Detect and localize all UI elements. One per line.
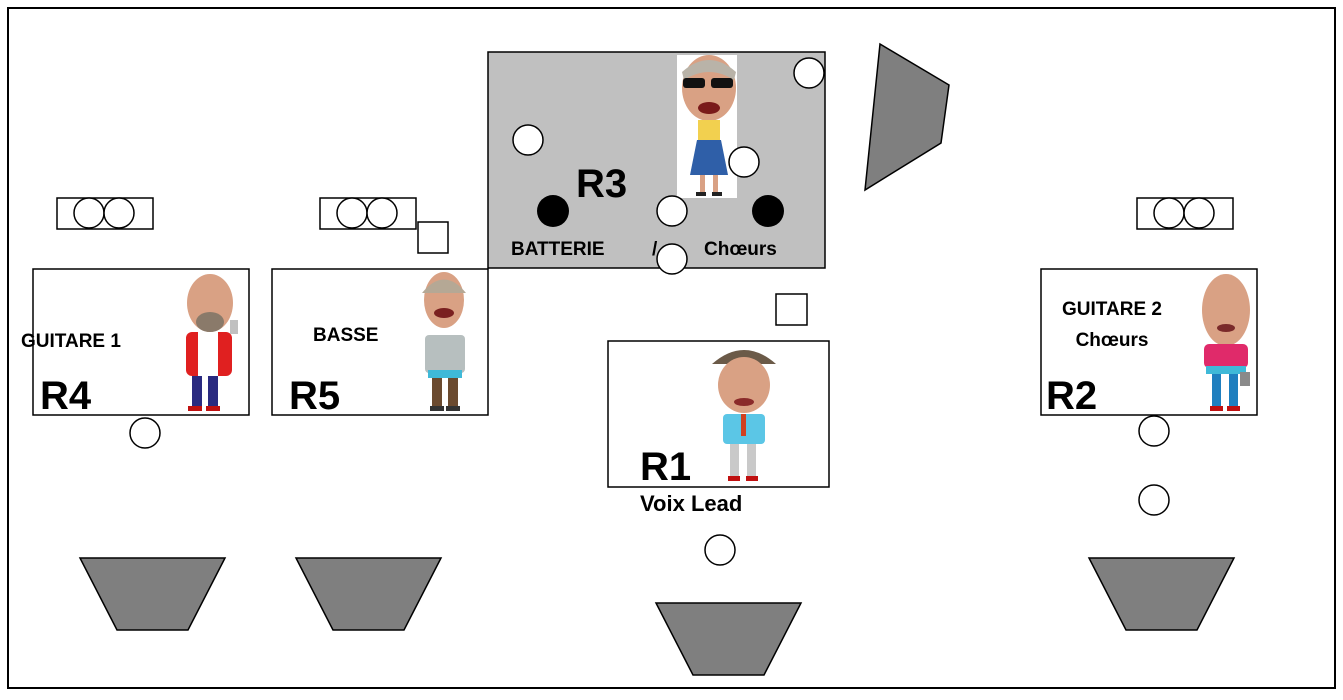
guitarist-1-avatar [186,274,238,411]
amp-r4 [56,197,154,230]
drum-riser-caption-left: BATTERIE [511,239,605,260]
mic-stand [129,417,161,449]
riser-label-r2: R2 [1046,374,1098,418]
amp-r5 [319,197,417,230]
mic-stand [512,124,544,156]
role-label-r2: GUITARE 2 [1062,299,1162,320]
riser-label-r3: R3 [576,162,628,206]
riser-label-r1: R1 [640,445,692,489]
role-label-r4: GUITARE 1 [21,331,121,352]
drum-riser-caption-separator: / [652,239,658,260]
drummer-avatar [677,55,737,198]
mic-stand [704,534,736,566]
mic-stand [793,57,825,89]
di-box-r1 [775,293,808,326]
drum-mic-left [537,195,569,227]
drum-riser [487,51,826,269]
role-label-r1: Voix Lead [640,491,743,516]
mic-stand [1138,415,1170,447]
di-box-r5 [417,221,449,254]
amp-r2 [1136,197,1234,230]
bassist-avatar [422,272,466,411]
guitarist-2-avatar [1202,274,1250,411]
wedge-monitor-r2 [1087,557,1236,631]
riser-label-r5: R5 [289,374,341,418]
lead-vocal-avatar [712,350,776,481]
mic-stand [728,146,760,178]
mic-stand [656,195,688,227]
mic-stand [656,243,688,275]
drum-mic-right [752,195,784,227]
role-label-r2-line2: Chœurs [1075,330,1149,351]
mic-stand [1138,484,1170,516]
wedge-monitor-r5 [294,557,443,631]
role-label-r5: BASSE [313,325,379,346]
wedge-monitor-r1 [654,602,803,676]
drum-riser-caption-right: Chœurs [704,239,777,260]
side-fill-monitor [864,42,950,192]
riser-label-r4: R4 [40,374,92,418]
wedge-monitor-r4 [78,557,227,631]
riser-r1 [607,340,830,488]
